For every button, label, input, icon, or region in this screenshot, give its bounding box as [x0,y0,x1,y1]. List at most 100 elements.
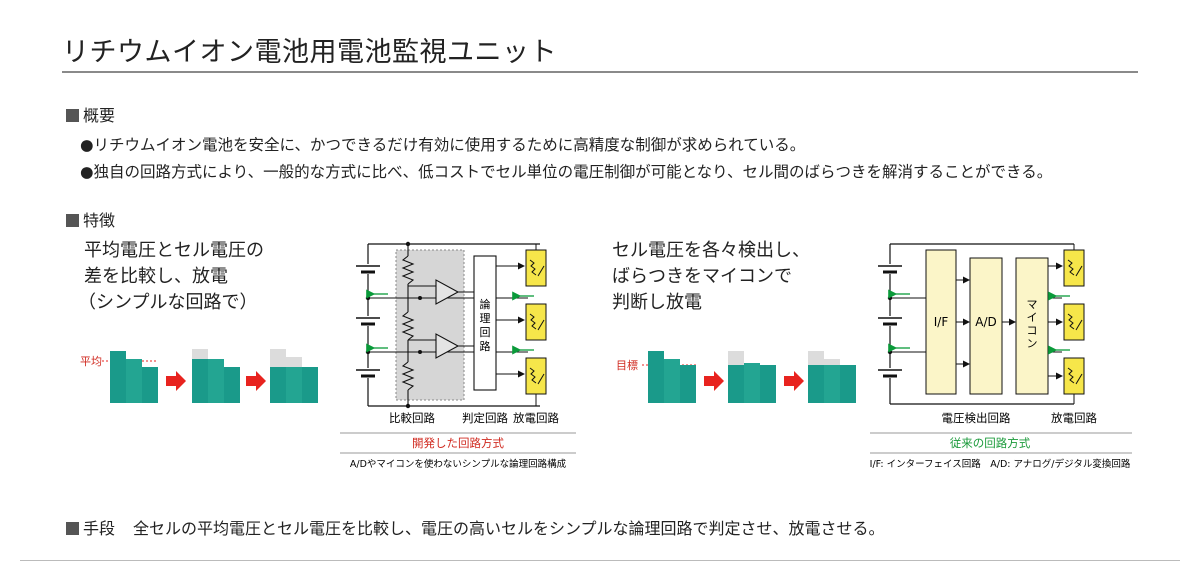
discharge-switch-icon [1063,357,1085,395]
cell-bar [110,351,126,403]
red-arrow-icon [166,371,186,391]
discharged-portion [808,351,824,365]
left-lead-line-1: 平均電圧とセル電圧の [84,240,264,261]
comparator-icon [408,279,474,305]
interface-block-label: I/F [934,315,949,329]
conventional-sub-caption: I/F: インターフェイス回路 A/D: アナログ/デジタル変換回路 [870,458,1131,470]
ad-converter-block-label: A/D [975,315,997,329]
label-judge-circuit: 判定回路 [462,411,508,425]
cell-group-during [728,351,776,403]
cell-bar [728,365,744,403]
bottom-divider [20,560,1180,561]
cell-group-before [648,351,696,403]
red-arrow-icon [784,371,804,391]
cell-bar [680,365,696,403]
title-divider [62,71,1138,73]
logic-circuit-block [473,255,497,391]
cell-bar [208,359,224,403]
mcu-label-char: ン [1027,337,1038,350]
right-balancing-illustration: 目標 [616,351,856,403]
logic-label-char: 回 [480,326,491,339]
overview-bullet-1: ●リチウムイオン電池を安全に、かつできるだけ有効に使用するために高精度な制御が求… [80,136,806,154]
average-level-label: 平均 [80,355,102,368]
features-heading-text: 特徴 [83,211,116,230]
discharge-switch-icon [1063,249,1085,287]
battery-icon [878,368,902,378]
junction-dot [887,349,893,355]
overview-heading: 概要 [66,102,115,126]
junction-dot [405,241,411,247]
discharged-portion [270,349,286,367]
junction-dot [887,295,893,301]
battery-icon [356,264,380,274]
discharge-switch-icon [525,357,547,395]
discharged-portion [286,357,302,367]
resistor-ladder-icon [401,244,415,406]
cell-bar [192,359,208,403]
label-discharge-circuit: 放電回路 [513,411,559,425]
cell-group-before [110,351,158,403]
developed-sub-caption: A/Dやマイコンを使わないシンプルな論理回路構成 [350,458,567,470]
developed-circuit-diagram: 論 理 回 路 比較回路 判定回路 放電回路 開発した回路方式 A/Dやマイコン… [340,241,576,470]
developed-caption: 開発した回路方式 [412,436,504,450]
discharge-switch-icon [525,249,547,287]
discharge-switch-icon [1063,303,1085,341]
red-arrow-icon [246,371,266,391]
battery-icon [878,316,902,326]
microcontroller-block [1015,257,1049,395]
discharged-portion [192,349,208,359]
cell-bar [840,365,856,403]
left-balancing-illustration: 平均 [80,349,318,403]
cell-bar [824,365,840,403]
comparator-region [395,249,465,401]
overview-bullet-2: ●独自の回路方式により、一般的な方式に比べ、低コストでセル単位の電圧制御が可能と… [80,163,1053,181]
label-compare-circuit: 比較回路 [389,411,435,425]
right-lead-text: セル電圧を各々検出し、 ばらつきをマイコンで 判断し放電 [612,238,810,316]
junction-dot [365,349,371,355]
target-level-label: 目標 [616,358,638,372]
junction-dot [365,295,371,301]
right-lead-line-2: ばらつきをマイコンで [612,266,792,287]
discharged-portion [728,351,744,365]
conventional-circuit-diagram: I/F A/D マ イ コ ン 電圧検出回路 放電回路 従来の回路方式 I/F:… [870,243,1132,470]
conventional-caption: 従来の回路方式 [950,436,1031,450]
means-row: 手段全セルの平均電圧とセル電圧を比較し、電圧の高いセルをシンプルな論理回路で判定… [66,515,885,539]
discharged-portion [824,359,840,365]
battery-icon [356,316,380,326]
square-bullet-icon [66,522,79,535]
square-bullet-icon [66,214,79,227]
ad-converter-block [969,257,1003,395]
cell-bar [760,365,776,403]
cell-bar [286,367,302,403]
junction-dot [418,350,422,354]
junction-dot [418,296,422,300]
cell-group-during [192,349,240,403]
junction-dot [405,403,411,409]
right-lead-line-1: セル電圧を各々検出し、 [612,240,810,261]
cell-bar [142,367,158,403]
mcu-label-char: イ [1027,311,1038,324]
logic-label-char: 理 [480,312,491,325]
battery-icon [356,368,380,378]
cell-bar [664,359,680,403]
cell-bar [808,365,824,403]
cell-bar [224,367,240,403]
cell-group-after [270,349,318,403]
cell-bar [302,367,318,403]
discharge-switch-icon [525,303,547,341]
red-arrow-icon [704,371,724,391]
square-bullet-icon [66,109,79,122]
right-lead-line-3: 判断し放電 [612,292,702,313]
left-lead-line-3: （シンプルな回路で） [78,292,258,313]
cell-bar [648,351,664,403]
cell-group-after [808,351,856,403]
means-heading: 手段 [83,519,116,538]
features-heading: 特徴 [66,207,115,231]
battery-icon [878,264,902,274]
cell-bar [744,363,760,403]
interface-block [925,249,957,395]
logic-label-char: 路 [480,340,491,353]
overview-heading-text: 概要 [83,106,116,125]
left-lead-line-2: 差を比較し、放電 [84,266,228,287]
mcu-label-char: マ [1027,298,1038,311]
